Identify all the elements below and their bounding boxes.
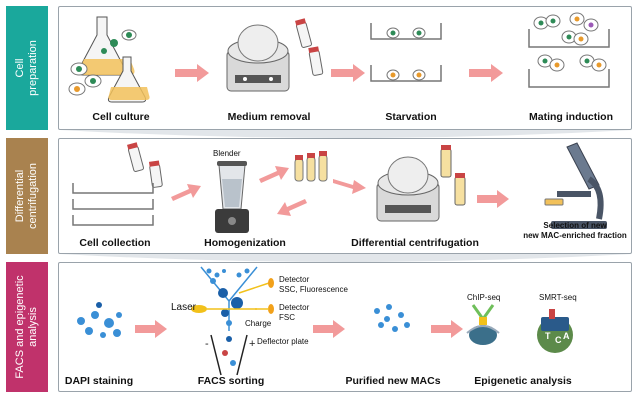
svg-text:C: C (555, 335, 562, 345)
panel-facs-epigenetic-box: - + (58, 262, 632, 392)
arrow-icon (477, 190, 509, 208)
cells-icon (68, 29, 137, 96)
purified-dots-icon (374, 304, 410, 332)
arrow-icon (431, 320, 463, 338)
step-label-cell-culture: Cell culture (92, 111, 150, 123)
tab-cell-preparation-label: Cell preparation (14, 40, 39, 96)
tab-cell-preparation: Cell preparation (6, 6, 48, 130)
step-label-epigenetic-analysis: Epigenetic analysis (474, 375, 572, 387)
tube-icon (440, 145, 466, 206)
step-label-homogenization: Homogenization (204, 237, 286, 249)
panel-divider (60, 254, 632, 262)
tube-icon (127, 142, 163, 188)
dish-icon (370, 65, 442, 82)
panel-cell-preparation-box: Cell culture Medium removal Starvation M… (58, 6, 632, 130)
arrow-icon (175, 64, 209, 82)
step-label-dapi-staining: DAPI staining (64, 375, 134, 387)
tab-differential-centrifugation: Differential centrifugation (6, 138, 48, 254)
step-label-facs-sorting: FACS sorting (197, 375, 265, 387)
flask-icon (107, 56, 150, 103)
step-label-starvation: Starvation (385, 111, 437, 123)
blender-icon (215, 161, 249, 233)
chip-seq-icon (466, 304, 500, 345)
arrow-icon (333, 179, 366, 194)
facs-sorter-icon: - + (191, 266, 274, 376)
arrow-icon (313, 320, 345, 338)
svg-text:-: - (205, 338, 209, 350)
panel-facs-epigenetic: FACS and epigenetic analysis (6, 262, 632, 392)
tab-facs-epigenetic-label: FACS and epigenetic analysis (14, 275, 39, 379)
panel-differential-centrifugation-box: Blender Cell collection Homogenization D… (58, 138, 632, 254)
step-label-cell-collection: Cell collection (79, 237, 151, 249)
dish-stack-icon (72, 183, 154, 226)
cells-icon (533, 12, 607, 72)
centrifugation-illustration (72, 142, 607, 233)
detector2-label: Detector FSC (279, 303, 310, 322)
microscope-icon (544, 142, 607, 229)
arrow-icon (331, 64, 365, 82)
svg-text:+: + (249, 338, 255, 350)
detector1-label: Detector SSC, Fluorescence (279, 275, 348, 294)
tab-differential-centrifugation-label: Differential centrifugation (14, 162, 39, 230)
tube-rack-icon (294, 151, 328, 182)
tab-facs-epigenetic: FACS and epigenetic analysis (6, 262, 48, 392)
arrow-icon (135, 320, 167, 338)
step-label-differential-centrifugation: Differential centrifugation (351, 237, 479, 249)
blender-label: Blender (213, 149, 241, 158)
dish-icon (528, 29, 610, 88)
step-label-mating-induction: Mating induction (529, 111, 613, 123)
laser-label: Laser (171, 302, 197, 313)
dish-icon (370, 23, 442, 40)
facs-illustration: - + (77, 266, 573, 376)
tube-icon (295, 18, 324, 76)
centrifuge-icon (226, 24, 290, 92)
arrow-icon (171, 184, 201, 201)
panel-cell-preparation: Cell preparation (6, 6, 632, 130)
deflector-label: Deflector plate (257, 337, 309, 346)
cell-preparation-illustration (68, 12, 610, 103)
arrow-icon (259, 166, 289, 183)
dapi-dots-icon (77, 302, 122, 338)
panel-differential-centrifugation: Differential centrifugation (6, 138, 632, 254)
chip-seq-label: ChIP-seq (467, 293, 501, 302)
arrow-icon (277, 199, 307, 216)
smrt-seq-label: SMRT-seq (539, 293, 577, 302)
step-label-selection-fraction: Selection of new new MAC-enriched fracti… (523, 221, 627, 240)
arrow-icon (469, 64, 503, 82)
svg-text:T: T (545, 331, 551, 341)
step-label-medium-removal: Medium removal (227, 111, 311, 123)
panel-divider (60, 130, 632, 138)
svg-text:A: A (563, 331, 570, 341)
centrifuge-icon (376, 156, 440, 222)
step-label-purified-macs: Purified new MACs (345, 375, 441, 387)
charge-label: Charge (245, 319, 272, 328)
smrt-seq-icon: T C A (537, 309, 573, 353)
